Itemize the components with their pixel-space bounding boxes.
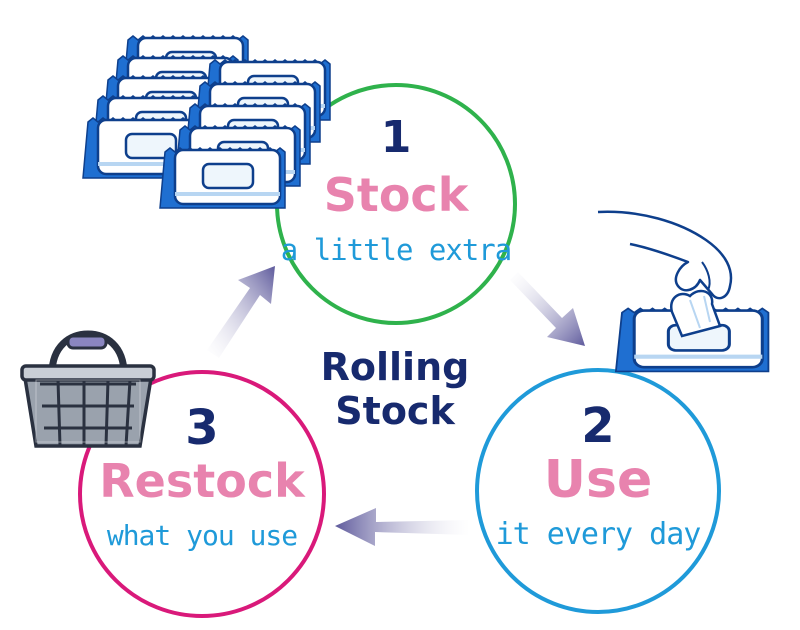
center-title: Rolling Stock: [300, 345, 490, 433]
hand-pulling-wipe-icon: [597, 210, 768, 372]
step-2-number: 2: [581, 398, 615, 454]
step-1-title: Stock: [323, 168, 469, 222]
step-3-title: Restock: [99, 454, 305, 508]
center-title-line-2: Stock: [335, 389, 455, 433]
step-2-circle: [475, 368, 721, 614]
step-2-subtitle: it every day: [495, 517, 702, 552]
step-3-number: 3: [185, 400, 219, 456]
center-title-line-1: Rolling: [320, 345, 470, 389]
step-1-number: 1: [380, 112, 412, 163]
step-2-title: Use: [543, 450, 653, 510]
step-3-subtitle: what you use: [106, 519, 298, 552]
shopping-basket-icon: [20, 330, 156, 448]
cycle-arrow-icon: [207, 266, 585, 546]
step-1-subtitle: a little extra: [280, 233, 512, 267]
